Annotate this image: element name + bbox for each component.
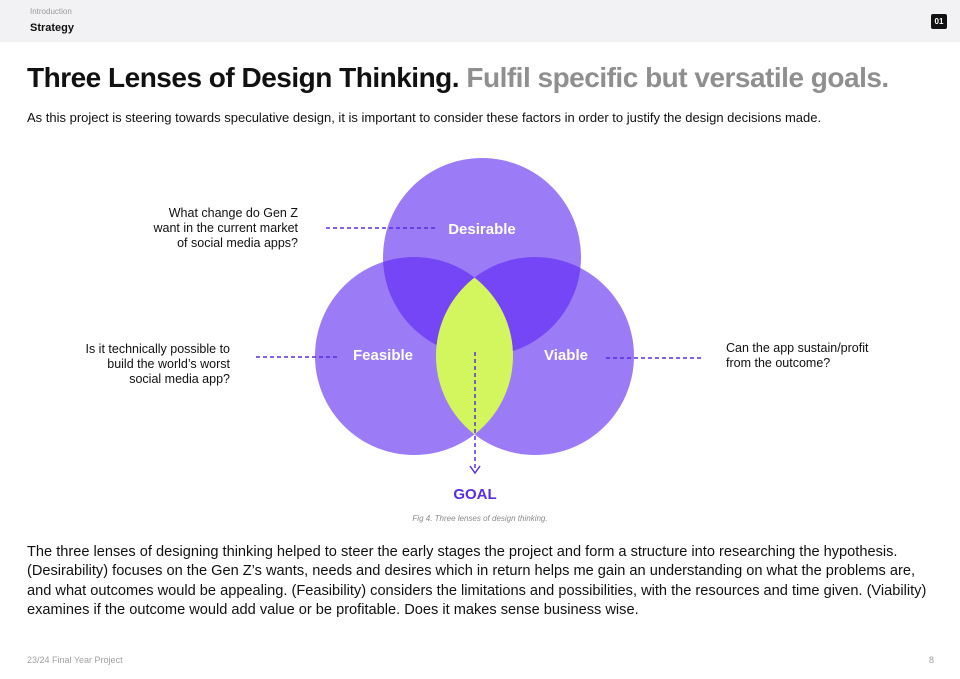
top-bar: Introduction Strategy 01: [0, 0, 960, 42]
goal-center-overlap: [436, 257, 513, 455]
viable-label: Viable: [544, 347, 588, 364]
breadcrumb-section: Introduction: [30, 7, 72, 16]
section-badge: 01: [931, 14, 947, 29]
page-title: Three Lenses of Design Thinking. Fulfil …: [27, 62, 889, 94]
feasible-question-line: social media app?: [129, 372, 230, 386]
goal-arrow-icon: [469, 465, 481, 475]
feasible-label: Feasible: [353, 347, 413, 364]
desirable-label: Desirable: [448, 221, 516, 238]
desirable-question-line: What change do Gen Z: [168, 206, 298, 220]
feasible-question-line: Is it technically possible to: [85, 342, 230, 356]
title-main: Three Lenses of Design Thinking.: [27, 62, 460, 93]
footer-project: 23/24 Final Year Project: [27, 655, 123, 665]
viable-question-line: from the outcome?: [726, 356, 831, 370]
desirable-question-line: want in the current market: [153, 221, 298, 235]
goal-label: GOAL: [453, 486, 496, 503]
feasible-question-line: build the world’s worst: [107, 357, 230, 371]
title-subtitle: Fulfil specific but versatile goals.: [466, 62, 889, 93]
feasible-question: Is it technically possible to build the …: [85, 342, 230, 387]
viable-question: Can the app sustain/profit from the outc…: [726, 341, 868, 371]
viable-question-line: Can the app sustain/profit: [726, 341, 869, 355]
desirable-question-line: of social media apps?: [177, 236, 298, 250]
breadcrumb-subsection: Strategy: [30, 22, 75, 34]
footer-page-number: 8: [928, 655, 934, 665]
figure-caption: Fig 4. Three lenses of design thinking.: [412, 514, 548, 523]
venn-diagram: Desirable Feasible Viable GOAL: [256, 158, 702, 503]
body-paragraph: The three lenses of designing thinking h…: [27, 544, 927, 619]
desirable-question: What change do Gen Z want in the current…: [153, 206, 298, 251]
lead-paragraph: As this project is steering towards spec…: [27, 110, 822, 125]
